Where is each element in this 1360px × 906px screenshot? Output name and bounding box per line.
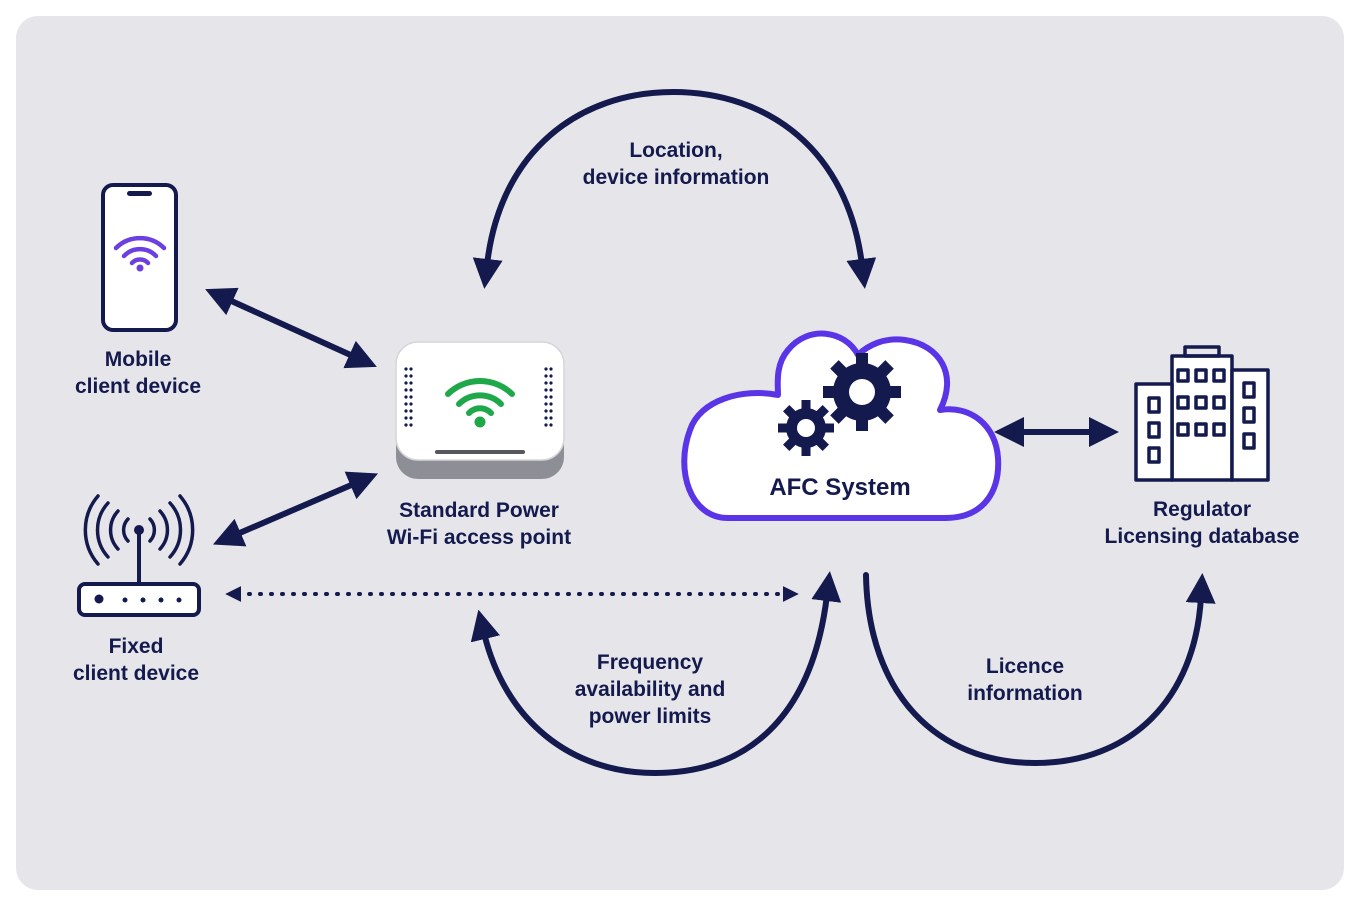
mobile-label-line1: Mobile — [104, 348, 172, 371]
fixed-label-line1: Fixed — [108, 635, 164, 658]
regulator-label-line2: Licensing database — [1104, 525, 1300, 548]
mobile-client-label: Mobile client device — [40, 346, 236, 400]
afc-system-title: AFC System — [769, 474, 911, 501]
gear-large-icon — [823, 353, 901, 431]
afc-system-label: AFC System — [730, 474, 950, 501]
regulator-label-line1: Regulator — [1152, 498, 1251, 521]
licence-flow-line2: information — [967, 682, 1083, 705]
frequency-flow-arrow — [470, 571, 842, 777]
frequency-flow-line3: power limits — [588, 705, 712, 728]
licence-flow-label: Licence information — [925, 653, 1125, 707]
regulator-label: Regulator Licensing database — [1080, 496, 1324, 550]
signal-waves-icon — [83, 494, 195, 566]
access-point-label-line2: Wi-Fi access point — [386, 526, 572, 549]
phone-wifi-icon — [113, 235, 167, 272]
mobile-label-line2: client device — [74, 375, 202, 398]
fixed-label-line2: client device — [72, 662, 200, 685]
green-wifi-icon — [445, 378, 515, 416]
fixed-client-label: Fixed client device — [38, 633, 234, 687]
frequency-flow-line1: Frequency — [596, 651, 704, 674]
location-flow-line1: Location, — [629, 139, 723, 162]
building-icon — [1134, 345, 1270, 482]
location-flow-line2: device information — [582, 166, 770, 189]
cloud-gears-icon — [681, 330, 1002, 521]
access-point-label-line1: Standard Power — [399, 499, 559, 522]
frequency-flow-line2: availability and — [574, 678, 726, 701]
licence-flow-line1: Licence — [985, 655, 1065, 678]
router-icon — [77, 494, 201, 617]
access-point-label: Standard Power Wi-Fi access point — [359, 497, 599, 551]
wifi-access-point-icon — [395, 341, 565, 479]
licence-flow-arrow — [863, 572, 1216, 767]
location-flow-label: Location, device information — [556, 137, 796, 191]
location-flow-arrow — [472, 88, 877, 289]
smartphone-icon — [101, 183, 178, 332]
frequency-flow-label: Frequency availability and power limits — [540, 649, 760, 730]
fixed-ap-arrow — [212, 471, 379, 547]
mobile-ap-arrow — [205, 287, 377, 369]
gear-small-icon — [778, 400, 834, 456]
